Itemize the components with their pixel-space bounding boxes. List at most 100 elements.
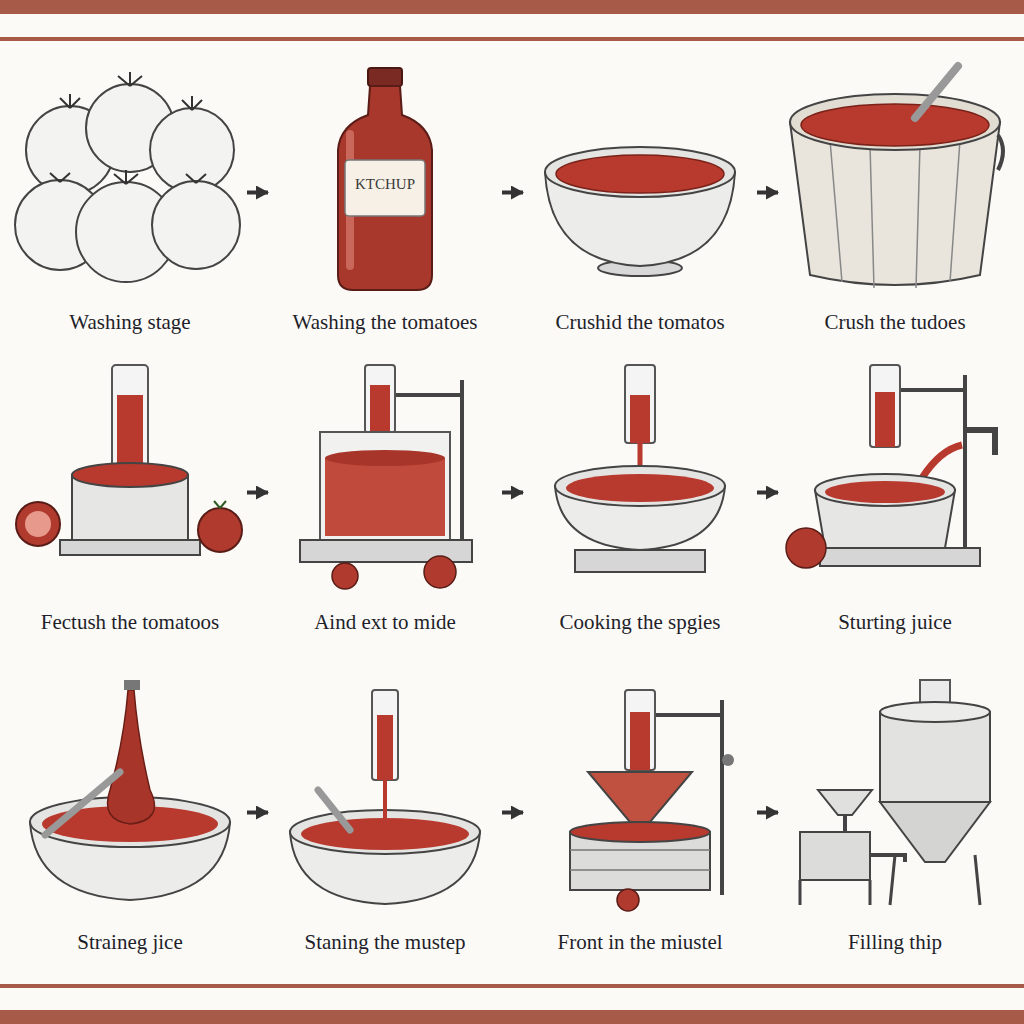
mixing-machine (424, 556, 456, 588)
filling-machine (869, 880, 872, 905)
juice-machine (963, 375, 967, 565)
press-machine (60, 540, 200, 555)
border-line (0, 984, 1024, 988)
process-step: Cooking the spgies (525, 345, 755, 640)
press-machine (198, 508, 242, 552)
process-step: Straineg jice (15, 665, 245, 960)
juice-machine (825, 481, 945, 503)
process-step: Front in the miustel (525, 665, 755, 960)
funnel-machine (722, 754, 734, 766)
tomato-pile (152, 181, 240, 269)
cooking-pot (555, 466, 725, 506)
flow-arrow (247, 491, 268, 495)
juice-machine (965, 430, 995, 455)
sauce-bowl (545, 147, 735, 276)
cooking-pot (575, 550, 705, 572)
press-machine (72, 463, 188, 487)
filling-machine (880, 712, 990, 802)
press-machine (25, 511, 51, 537)
border-band (0, 0, 1024, 14)
ketchup-bottle (345, 160, 425, 216)
press-machine (214, 501, 226, 508)
mash-bowl (290, 690, 480, 904)
flow-arrow (247, 811, 268, 815)
sauce-tub (915, 66, 958, 118)
mixing-machine (365, 365, 395, 433)
funnel-machine (625, 690, 655, 770)
tomato-pile (182, 96, 202, 110)
tomato-pile (118, 72, 142, 86)
step-caption: Crushid the tomatos (525, 310, 755, 334)
mash-bowl (372, 690, 398, 780)
sauce-tub (801, 104, 989, 146)
juice-machine (786, 365, 995, 568)
step-caption: Staning the mustep (270, 930, 500, 954)
flow-arrow (502, 191, 523, 195)
sauce-tub (830, 140, 960, 288)
step-caption: Straineg jice (15, 930, 245, 954)
step-caption: Cooking the spgies (525, 610, 755, 634)
juice-machine (820, 548, 980, 566)
filling-machine (845, 815, 905, 862)
flow-arrow (757, 191, 778, 195)
step-caption: Filling thip (780, 930, 1010, 954)
funnel-machine (588, 772, 692, 822)
flow-arrow (502, 491, 523, 495)
strain-bowl (45, 772, 120, 835)
juice-machine (875, 392, 895, 447)
ketchup-bottle (338, 68, 432, 290)
step-caption: Washing stage (15, 310, 245, 334)
sauce-bowl (545, 147, 735, 197)
bottle-label: KTCHUP (345, 176, 425, 193)
tomato-pile (50, 173, 70, 182)
process-step: Aind ext to mide (270, 345, 500, 640)
ketchup-bottle (368, 68, 402, 86)
process-step: Washing the tomatoes (270, 45, 500, 340)
flow-arrow (502, 811, 523, 815)
funnel-machine (720, 700, 724, 895)
funnel-machine (570, 869, 710, 871)
funnel-machine (630, 712, 650, 770)
funnel-machine (655, 713, 722, 717)
ketchup-bottle (338, 86, 432, 290)
sauce-tub (998, 135, 1003, 170)
mash-bowl (318, 790, 350, 830)
mixing-machine (460, 380, 464, 545)
juice-machine (922, 445, 962, 478)
process-step: Staning the mustep (270, 665, 500, 960)
tomato-pile (186, 174, 206, 183)
mixing-machine (395, 393, 462, 397)
tomato-pile (114, 170, 138, 184)
press-machine (16, 365, 242, 555)
mixing-machine (332, 563, 358, 589)
juice-machine (786, 528, 826, 568)
tomato-pile (150, 108, 234, 192)
tomato-pile (60, 94, 80, 108)
juice-machine (815, 474, 955, 506)
strain-bowl (124, 680, 140, 690)
funnel-machine (570, 690, 734, 911)
mash-bowl (377, 715, 393, 780)
juice-machine (870, 365, 900, 447)
strain-bowl (108, 690, 155, 824)
funnel-machine (617, 889, 639, 911)
border-line (0, 37, 1024, 41)
flow-arrow (757, 491, 778, 495)
step-caption: Fectush the tomatoos (15, 610, 245, 634)
sauce-tub (790, 66, 1003, 288)
cooking-pot (566, 474, 714, 502)
mash-bowl (383, 780, 387, 830)
filling-machine (818, 790, 872, 815)
process-step: Washing stage (15, 45, 245, 340)
press-machine (117, 395, 143, 470)
flow-arrow (247, 191, 268, 195)
process-step: Crushid the tomatos (525, 45, 755, 340)
mixing-machine (325, 458, 445, 536)
step-caption: Sturting juice (780, 610, 1010, 634)
sauce-bowl (556, 155, 724, 193)
process-step: Fectush the tomatoos (15, 345, 245, 640)
mixing-machine (325, 450, 445, 466)
cooking-pot (625, 365, 655, 443)
